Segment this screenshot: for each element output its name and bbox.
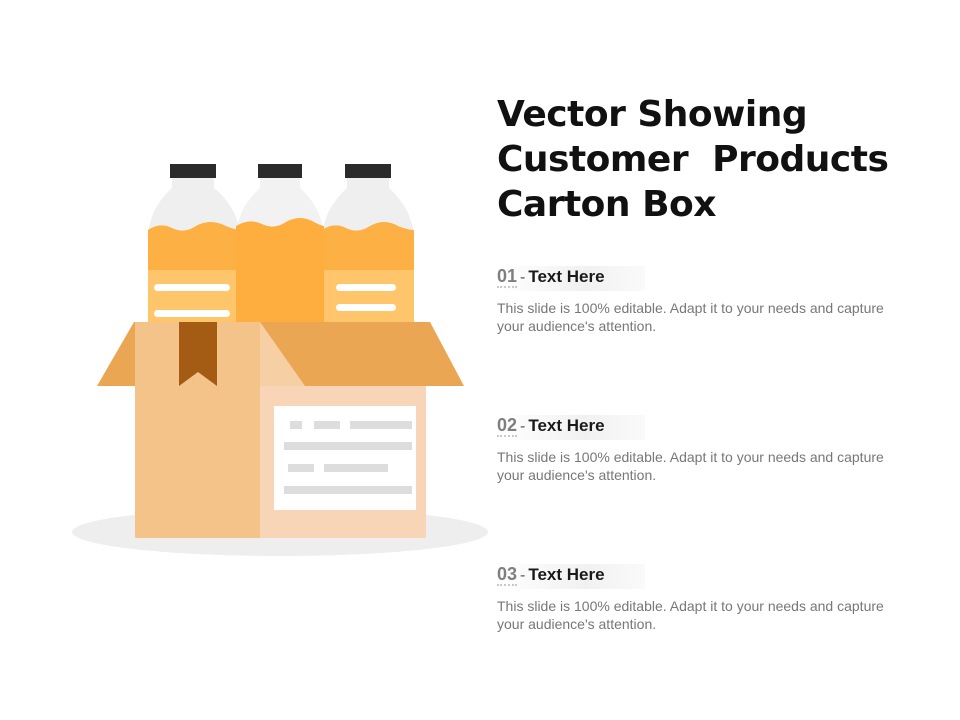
point-number: 03 (497, 564, 518, 586)
point-heading: 03-Text Here (497, 564, 645, 589)
carton-box-icon (97, 322, 464, 538)
title-line: Vector Showing (497, 94, 808, 135)
point-description: This slide is 100% editable. Adapt it to… (497, 449, 884, 483)
point-heading: 02-Text Here (497, 415, 645, 440)
point-number: 01 (497, 266, 518, 288)
point-heading-label: Text Here (528, 416, 605, 435)
slide-title: Vector Showing Customer Products Carton … (497, 92, 917, 227)
point-description: This slide is 100% editable. Adapt it to… (497, 300, 884, 334)
point-number: 02 (497, 415, 518, 437)
title-line: Customer Products (497, 139, 889, 180)
point-item-03: 03-Text Here This slide is 100% editable… (497, 564, 897, 633)
juice-bottle-icon (236, 164, 324, 350)
point-heading-label: Text Here (528, 267, 605, 286)
point-item-01: 01-Text Here This slide is 100% editable… (497, 266, 897, 335)
carton-box-illustration (72, 164, 488, 556)
point-item-02: 02-Text Here This slide is 100% editable… (497, 415, 897, 484)
juice-bottle-icon (148, 164, 240, 350)
point-separator: - (520, 567, 526, 584)
juice-bottle-icon (322, 164, 414, 350)
point-heading-label: Text Here (528, 565, 605, 584)
point-description: This slide is 100% editable. Adapt it to… (497, 598, 884, 632)
point-heading: 01-Text Here (497, 266, 645, 291)
point-separator: - (520, 269, 526, 286)
title-line: Carton Box (497, 184, 716, 225)
point-separator: - (520, 418, 526, 435)
